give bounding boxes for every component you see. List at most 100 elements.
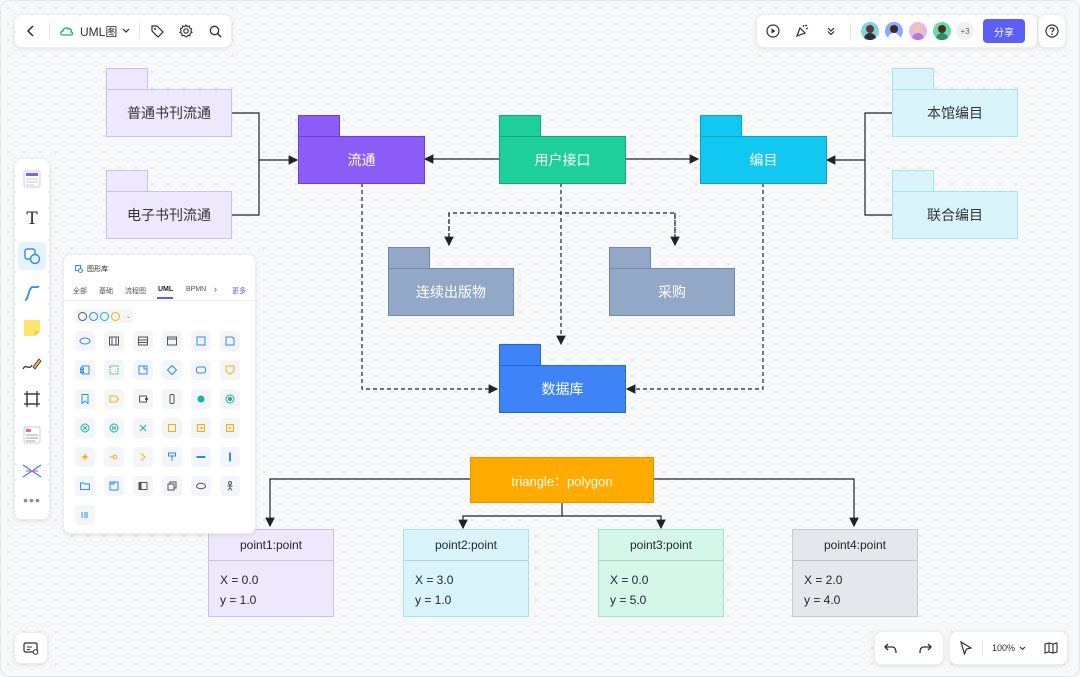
connector-triangle-stem bbox=[458, 503, 563, 530]
orange-play-box-shape-icon[interactable] bbox=[220, 418, 240, 438]
side-rect-shape-icon[interactable] bbox=[133, 476, 153, 496]
redo-icon[interactable] bbox=[915, 638, 935, 658]
orange-box-shape-icon[interactable] bbox=[162, 418, 182, 438]
v-bar-shape-icon[interactable] bbox=[220, 447, 240, 467]
shape-style-selector[interactable]: ⌄ bbox=[75, 309, 133, 323]
table-shape-icon[interactable] bbox=[133, 331, 153, 351]
lib-tab-uml[interactable]: UML bbox=[158, 286, 174, 293]
ring-shape-icon[interactable] bbox=[220, 389, 240, 409]
class-shape-icon[interactable] bbox=[104, 331, 124, 351]
template-icon[interactable] bbox=[20, 167, 44, 191]
connector-line-icon[interactable] bbox=[20, 281, 44, 305]
ellipse-shape-icon[interactable] bbox=[75, 331, 95, 351]
shape-tool-icon[interactable] bbox=[18, 242, 46, 270]
divider bbox=[64, 300, 255, 301]
lib-tab-bpmn[interactable]: BPMN bbox=[186, 286, 207, 293]
dashed-rect-shape-icon[interactable] bbox=[104, 360, 124, 380]
triangle-object[interactable]: triangle：polygon bbox=[470, 457, 654, 503]
dashed-circulation-to-database bbox=[361, 183, 499, 394]
bookmark-shape-icon[interactable] bbox=[75, 389, 95, 409]
filled-circle-shape-icon[interactable] bbox=[191, 389, 211, 409]
present-play-icon[interactable] bbox=[763, 21, 783, 41]
cross-circle-shape-icon[interactable] bbox=[75, 418, 95, 438]
doc-title-button[interactable]: UML图 bbox=[59, 21, 130, 41]
lib-tab-all[interactable]: 全部 bbox=[73, 288, 87, 295]
minimap-toggle-button[interactable] bbox=[14, 632, 48, 664]
celebrate-icon[interactable] bbox=[792, 21, 812, 41]
h-bar-shape-icon[interactable] bbox=[191, 447, 211, 467]
package-user-interface[interactable]: 用户接口 bbox=[499, 115, 626, 184]
avatar-1[interactable] bbox=[861, 22, 879, 40]
shape-library-header: 图形库 bbox=[75, 264, 108, 274]
list-shape-icon[interactable] bbox=[75, 505, 95, 525]
settings-gear-icon[interactable] bbox=[176, 21, 196, 41]
tag-icon[interactable] bbox=[147, 21, 167, 41]
mindmap-icon[interactable] bbox=[20, 459, 44, 483]
lib-tab-flowchart[interactable]: 流程图 bbox=[125, 288, 146, 295]
avatar-4[interactable] bbox=[933, 22, 951, 40]
package-database[interactable]: 数据库 bbox=[499, 344, 626, 413]
orange-star-shape-icon[interactable] bbox=[75, 447, 95, 467]
table-insert-icon[interactable] bbox=[20, 423, 44, 447]
stack-shape-icon[interactable] bbox=[162, 476, 182, 496]
collaborators-more-badge[interactable]: +3 bbox=[956, 22, 974, 40]
zoom-level-dropdown[interactable]: 100% bbox=[992, 638, 1026, 658]
oval-shape-icon[interactable] bbox=[191, 476, 211, 496]
package-normal-journal[interactable]: 普通书刊流通 bbox=[106, 68, 232, 137]
lib-tab-more[interactable]: 更多 bbox=[232, 288, 246, 295]
undo-icon[interactable] bbox=[881, 638, 901, 658]
back-icon[interactable] bbox=[21, 21, 41, 41]
point3-object[interactable]: point3:point X = 0.0 y = 5.0 bbox=[598, 529, 724, 617]
avatar-3[interactable] bbox=[909, 22, 927, 40]
point4-object[interactable]: point4:point X = 2.0 y = 4.0 bbox=[792, 529, 918, 617]
left-tool-rail: T ••• bbox=[14, 158, 50, 520]
rect-shape-icon[interactable] bbox=[191, 331, 211, 351]
note-shape-icon[interactable] bbox=[220, 331, 240, 351]
package-union-catalog[interactable]: 联合编目 bbox=[892, 170, 1018, 239]
package-purchase[interactable]: 采购 bbox=[609, 247, 735, 316]
window-shape-icon[interactable] bbox=[162, 331, 182, 351]
package-serial-publication[interactable]: 连续出版物 bbox=[388, 247, 514, 316]
search-icon[interactable] bbox=[205, 21, 225, 41]
collapse-double-chevron-icon[interactable] bbox=[821, 21, 841, 41]
book-map-icon[interactable] bbox=[1041, 638, 1061, 658]
folder-shape-icon[interactable] bbox=[75, 476, 95, 496]
point2-object[interactable]: point2:point X = 3.0 y = 1.0 bbox=[403, 529, 529, 617]
doc-shape-icon[interactable] bbox=[133, 360, 153, 380]
package-label: 电子书刊流通 bbox=[106, 191, 232, 239]
package-local-catalog[interactable]: 本馆编目 bbox=[892, 68, 1018, 137]
x-shape-icon[interactable] bbox=[133, 418, 153, 438]
tag-shape-icon[interactable] bbox=[104, 389, 124, 409]
package-label: 用户接口 bbox=[499, 136, 626, 184]
port-shape-icon[interactable] bbox=[133, 389, 153, 409]
package-circulation[interactable]: 流通 bbox=[298, 115, 425, 184]
actor-shape-icon[interactable] bbox=[220, 476, 240, 496]
point1-object[interactable]: point1:point X = 0.0 y = 1.0 bbox=[208, 529, 334, 617]
frame-shape-icon[interactable] bbox=[104, 476, 124, 496]
diamond-shape-icon[interactable] bbox=[162, 360, 182, 380]
component-shape-icon[interactable] bbox=[75, 360, 95, 380]
h-circle-shape-icon[interactable] bbox=[104, 418, 124, 438]
select-cursor-icon[interactable] bbox=[956, 638, 976, 658]
lib-tabs-scroll-icon[interactable]: › bbox=[214, 284, 217, 294]
package-ebook-journal[interactable]: 电子书刊流通 bbox=[106, 170, 232, 239]
more-tools-icon[interactable]: ••• bbox=[23, 492, 41, 508]
orange-node-shape-icon[interactable] bbox=[104, 447, 124, 467]
package-cataloging[interactable]: 编目 bbox=[700, 115, 827, 184]
shield-shape-icon[interactable] bbox=[220, 360, 240, 380]
share-button[interactable]: 分享 bbox=[983, 19, 1025, 43]
lib-tab-basic[interactable]: 基础 bbox=[99, 288, 113, 295]
avatar-2[interactable] bbox=[885, 22, 903, 40]
sticky-note-icon[interactable] bbox=[20, 316, 44, 340]
help-button[interactable] bbox=[1038, 14, 1066, 48]
connector-triangle-to-point3 bbox=[562, 515, 666, 530]
text-tool-icon[interactable]: T bbox=[26, 209, 38, 229]
rounded-rect-shape-icon[interactable] bbox=[191, 360, 211, 380]
package-label: 编目 bbox=[700, 136, 827, 184]
signpost-shape-icon[interactable] bbox=[162, 447, 182, 467]
pen-draw-icon[interactable] bbox=[20, 352, 44, 376]
orange-chevron-shape-icon[interactable] bbox=[133, 447, 153, 467]
orange-arrow-box-shape-icon[interactable] bbox=[191, 418, 211, 438]
lifeline-shape-icon[interactable] bbox=[162, 389, 182, 409]
frame-tool-icon[interactable] bbox=[20, 387, 44, 411]
